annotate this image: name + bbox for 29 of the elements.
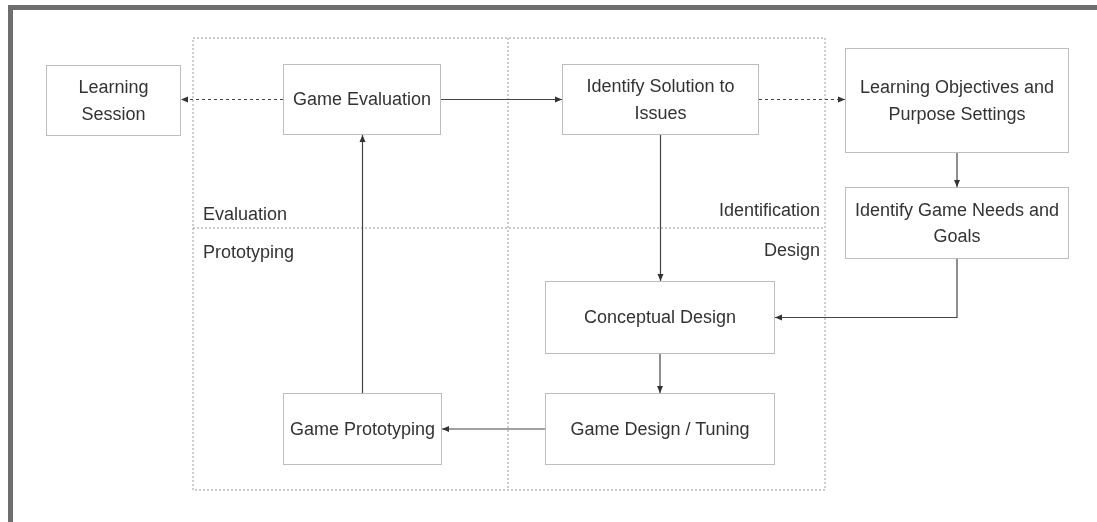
phase-label: Evaluation xyxy=(203,203,288,226)
box-label: Game Prototyping xyxy=(289,417,436,441)
process-box xyxy=(845,187,1069,259)
box-label: Learning Objectives and Purpose Settings xyxy=(858,76,1056,126)
box-label: Learning Session xyxy=(77,76,150,126)
box-label: Identify Solution to Issues xyxy=(585,75,736,125)
box-label: Game Evaluation xyxy=(292,88,432,112)
process-box xyxy=(845,48,1069,153)
arrow xyxy=(657,134,664,282)
process-box xyxy=(562,64,759,135)
phase-label: Prototyping xyxy=(203,241,295,264)
process-box xyxy=(545,393,775,465)
arrow xyxy=(657,353,663,394)
arrow xyxy=(954,152,960,188)
arrow xyxy=(440,96,563,103)
phase-label: Identification xyxy=(717,199,820,222)
arrow xyxy=(359,134,366,394)
process-box xyxy=(283,64,441,135)
arrow xyxy=(180,96,284,103)
process-box xyxy=(545,281,775,354)
box-label: Identify Game Needs and Goals xyxy=(853,198,1061,248)
process-box xyxy=(283,393,442,465)
box-label: Game Design / Tuning xyxy=(570,417,750,441)
arrow xyxy=(774,258,958,321)
arrow xyxy=(441,426,546,432)
process-box xyxy=(46,65,181,136)
arrow xyxy=(758,96,846,103)
box-label: Conceptual Design xyxy=(583,306,737,330)
phase-label: Design xyxy=(762,239,820,262)
